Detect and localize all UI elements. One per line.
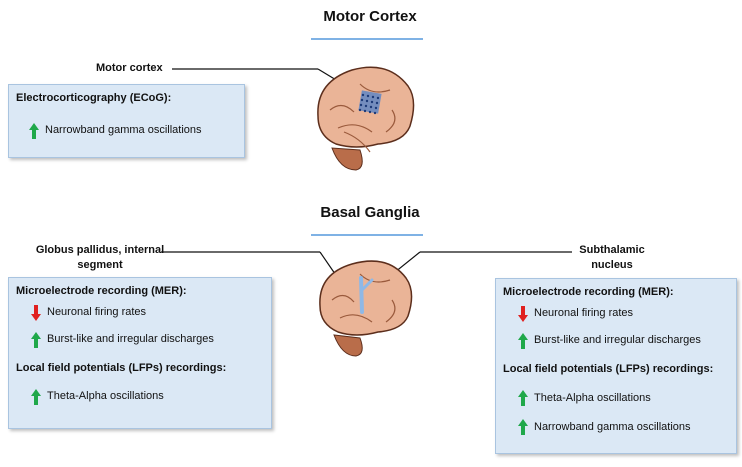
label-motor-cortex: Motor cortex — [96, 62, 163, 74]
title-underline — [311, 234, 423, 236]
box-item: Theta-Alpha oscillations — [534, 392, 651, 404]
box-stn-recordings: Microelectrode recording (MER): Neuronal… — [495, 278, 737, 454]
box-heading: Local field potentials (LFPs) recordings… — [503, 363, 714, 375]
green-up-arrow-icon — [31, 389, 41, 405]
box-item: Neuronal firing rates — [534, 307, 634, 319]
box-item: Narrowband gamma oscillations — [534, 421, 691, 433]
green-up-arrow-icon — [518, 333, 528, 349]
section-title-basal-ganglia: Basal Ganglia — [320, 204, 420, 221]
box-heading: Electrocorticography (ECoG): — [16, 92, 172, 104]
label-globus-pallidus: Globus pallidus, internal segment — [35, 244, 165, 271]
green-up-arrow-icon — [518, 390, 528, 406]
box-heading: Microelectrode recording (MER): — [16, 285, 187, 297]
brain-icon-motor — [317, 66, 415, 171]
red-down-arrow-icon — [31, 305, 41, 321]
brain-icon-basal — [319, 260, 413, 357]
box-item: Theta-Alpha oscillations — [47, 390, 164, 402]
box-item: Neuronal firing rates — [47, 306, 147, 318]
red-down-arrow-icon — [518, 306, 528, 322]
title-underline — [311, 38, 423, 40]
green-up-arrow-icon — [29, 123, 39, 139]
box-item: Burst-like and irregular discharges — [534, 334, 701, 346]
box-item: Burst-like and irregular discharges — [47, 333, 214, 345]
green-up-arrow-icon — [31, 332, 41, 348]
label-subthalamic-nucleus: Subthalamic nucleus — [579, 244, 645, 271]
box-item: Narrowband gamma oscillations — [45, 124, 202, 136]
box-ecog: Electrocorticography (ECoG): Narrowband … — [8, 84, 245, 158]
green-up-arrow-icon — [518, 419, 528, 435]
box-gpi-recordings: Microelectrode recording (MER): Neuronal… — [8, 277, 272, 429]
box-heading: Microelectrode recording (MER): — [503, 286, 674, 298]
box-heading: Local field potentials (LFPs) recordings… — [16, 362, 227, 374]
section-title-motor-cortex: Motor Cortex — [323, 8, 417, 25]
